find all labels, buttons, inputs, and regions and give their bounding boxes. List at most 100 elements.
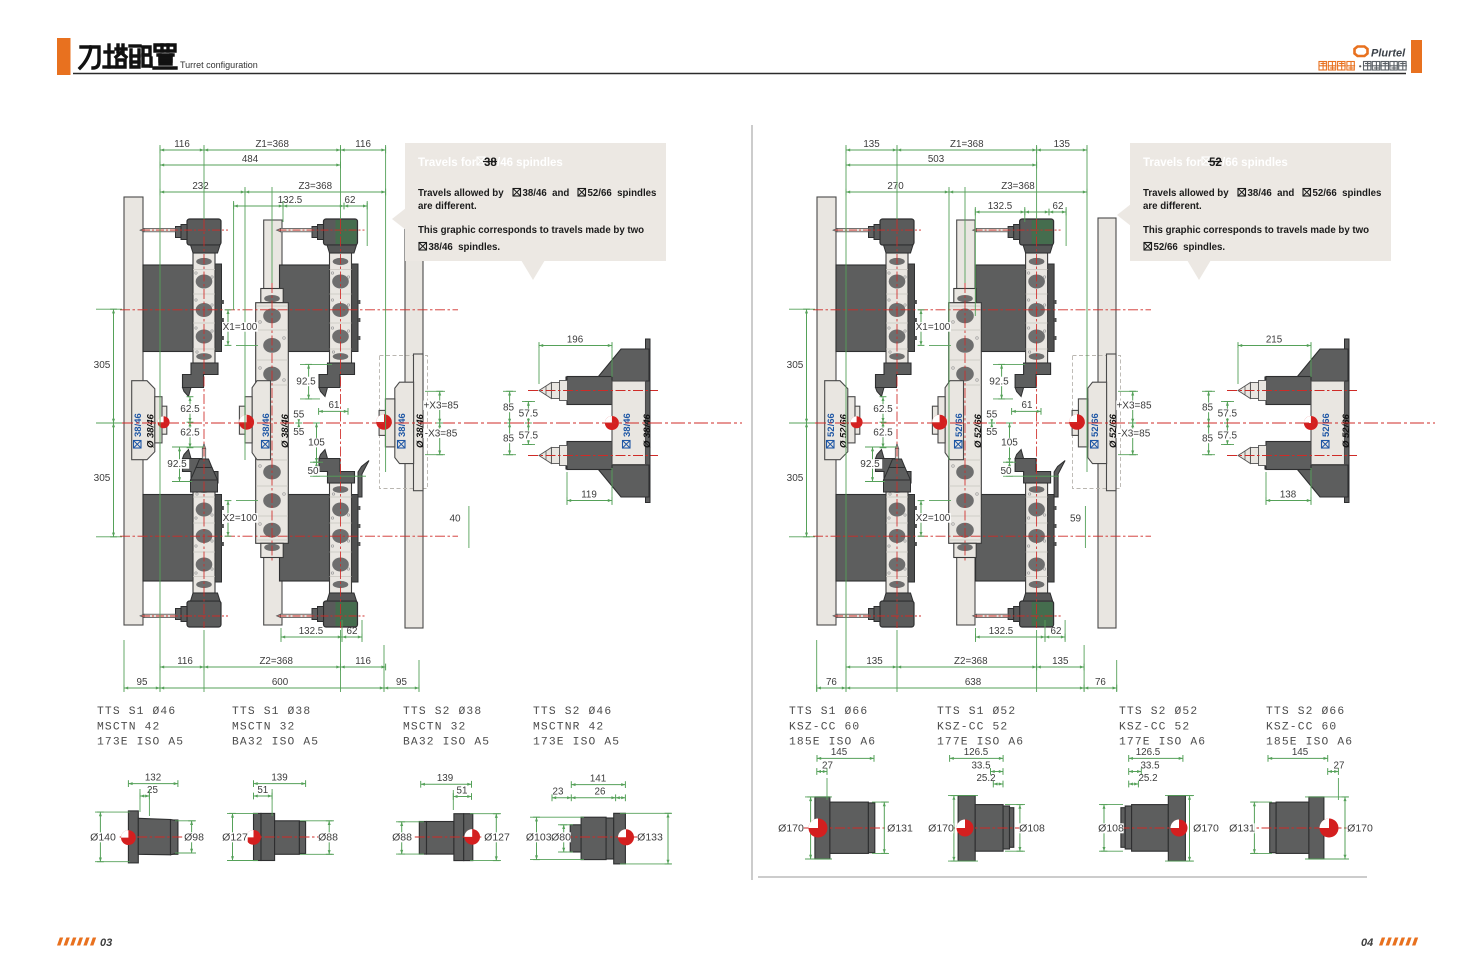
svg-text:145: 145 (831, 747, 848, 758)
svg-text:135: 135 (863, 139, 880, 150)
svg-text:132.5: 132.5 (988, 201, 1013, 212)
svg-text:305: 305 (94, 473, 111, 484)
svg-text:85: 85 (1202, 403, 1214, 414)
svg-text:52/66 spindles.: 52/66 spindles. (1154, 242, 1226, 253)
svg-text:38: 38 (484, 157, 497, 169)
svg-text:185E ISO A6: 185E ISO A6 (789, 737, 876, 749)
svg-text:Ø127: Ø127 (222, 832, 248, 844)
svg-text:Ø 38/46: Ø 38/46 (642, 413, 653, 448)
svg-text:TTS S2 Ø38: TTS S2 Ø38 (403, 706, 482, 718)
svg-text:/66 spindles: /66 spindles (1222, 157, 1288, 169)
svg-text:57.5: 57.5 (519, 409, 539, 420)
svg-text:X1=100: X1=100 (223, 322, 258, 333)
svg-text:KSZ-CC 60: KSZ-CC 60 (789, 721, 860, 733)
svg-text:52/66: 52/66 (826, 413, 837, 437)
svg-text:Ø 52/66: Ø 52/66 (973, 413, 984, 448)
svg-text:85: 85 (503, 403, 515, 414)
svg-text:25.2: 25.2 (1138, 773, 1157, 784)
svg-text:61: 61 (329, 400, 340, 411)
svg-text:62.5: 62.5 (873, 428, 893, 439)
svg-text:135: 135 (1052, 656, 1069, 667)
svg-text:KSZ-CC 60: KSZ-CC 60 (1266, 721, 1337, 733)
svg-text:38/46: 38/46 (133, 413, 144, 437)
svg-text:138: 138 (1280, 489, 1297, 500)
svg-text:This graphic corresponds to tr: This graphic corresponds to travels made… (418, 225, 644, 236)
svg-text:Ø 38/46: Ø 38/46 (415, 413, 426, 448)
svg-text:Ø 52/66: Ø 52/66 (839, 413, 850, 448)
svg-text:105: 105 (1001, 438, 1018, 449)
svg-text:Plurtel: Plurtel (1371, 48, 1406, 60)
svg-text:Ø88: Ø88 (318, 832, 338, 844)
svg-text:TTS S2 Ø66: TTS S2 Ø66 (1266, 706, 1345, 718)
svg-text:116: 116 (174, 139, 190, 150)
svg-text:Ø131: Ø131 (1229, 823, 1255, 835)
svg-text:57.5: 57.5 (519, 431, 539, 442)
svg-text:62: 62 (1053, 201, 1064, 212)
svg-text:52/66 spindles: 52/66 spindles (1313, 188, 1382, 199)
svg-text:139: 139 (437, 773, 453, 784)
svg-text:61: 61 (1022, 400, 1033, 411)
svg-text:Ø108: Ø108 (1098, 823, 1124, 835)
svg-text:185E ISO A6: 185E ISO A6 (1266, 737, 1353, 749)
svg-text:TTS S2 Ø46: TTS S2 Ø46 (533, 706, 612, 718)
svg-text:Travels allowed by: Travels allowed by (1143, 188, 1231, 199)
svg-text:This graphic corresponds to tr: This graphic corresponds to travels made… (1143, 225, 1369, 236)
svg-text:Ø131: Ø131 (887, 823, 913, 835)
svg-text:KSZ-CC 52: KSZ-CC 52 (1119, 721, 1190, 733)
svg-text:116: 116 (355, 139, 371, 150)
svg-text:196: 196 (567, 334, 584, 345)
svg-text:52/66: 52/66 (1090, 413, 1101, 437)
svg-text:132.5: 132.5 (989, 626, 1014, 637)
svg-text:638: 638 (965, 677, 982, 688)
svg-text:Ø133: Ø133 (637, 832, 663, 844)
svg-text:40: 40 (449, 514, 461, 525)
svg-text:305: 305 (787, 360, 804, 371)
svg-text:145: 145 (1292, 747, 1309, 758)
svg-text:62.5: 62.5 (180, 428, 200, 439)
svg-text:25: 25 (147, 785, 158, 796)
svg-text:52/66: 52/66 (954, 413, 965, 437)
svg-text:TTS S1 Ø52: TTS S1 Ø52 (937, 706, 1016, 718)
svg-text:Ø98: Ø98 (184, 832, 204, 844)
svg-text:Ø140: Ø140 (90, 832, 116, 844)
svg-text:MSCTN 32: MSCTN 32 (232, 721, 295, 733)
svg-text:38/46 and: 38/46 and (523, 188, 573, 199)
svg-text:X2=100: X2=100 (223, 513, 258, 524)
svg-text:27: 27 (1334, 760, 1345, 771)
svg-text:173E ISO A5: 173E ISO A5 (97, 737, 184, 749)
svg-text:95: 95 (137, 677, 148, 688)
svg-text:173E ISO A5: 173E ISO A5 (533, 737, 620, 749)
svg-text:76: 76 (1095, 677, 1106, 688)
svg-text:/46 spindles: /46 spindles (497, 157, 563, 169)
svg-text:Ø103: Ø103 (526, 832, 552, 844)
svg-text:MSCTNR 42: MSCTNR 42 (533, 721, 604, 733)
svg-text:23: 23 (553, 787, 564, 798)
svg-text:03: 03 (100, 937, 112, 949)
svg-text:51: 51 (457, 785, 468, 796)
svg-text:38/46: 38/46 (261, 413, 272, 437)
svg-text:52/66 spindles: 52/66 spindles (588, 188, 657, 199)
svg-text:Ø 38/46: Ø 38/46 (146, 413, 157, 448)
svg-text:Travels allowed by: Travels allowed by (418, 188, 506, 199)
svg-text:KSZ-CC 52: KSZ-CC 52 (937, 721, 1008, 733)
svg-text:141: 141 (590, 773, 606, 784)
svg-text:85: 85 (503, 434, 515, 445)
svg-text:55: 55 (986, 427, 998, 438)
svg-text:57.5: 57.5 (1218, 409, 1238, 420)
svg-text:+X3=85: +X3=85 (1116, 400, 1151, 411)
svg-text:+X3=85: +X3=85 (423, 400, 458, 411)
svg-text:Ø 52/66: Ø 52/66 (1341, 413, 1352, 448)
svg-text:Z1=368: Z1=368 (255, 139, 289, 150)
svg-text:126.5: 126.5 (964, 747, 989, 758)
svg-text:26: 26 (595, 787, 606, 798)
svg-text:232: 232 (192, 181, 208, 192)
svg-text:126.5: 126.5 (1136, 747, 1161, 758)
svg-text:50: 50 (307, 466, 319, 477)
svg-text:600: 600 (272, 677, 289, 688)
svg-text:Z2=368: Z2=368 (259, 656, 293, 667)
svg-text:X2=100: X2=100 (916, 513, 951, 524)
svg-text:X1=100: X1=100 (916, 322, 951, 333)
svg-text:04: 04 (1361, 937, 1373, 949)
svg-text:BA32 ISO A5: BA32 ISO A5 (232, 737, 319, 749)
svg-text:503: 503 (928, 154, 945, 165)
